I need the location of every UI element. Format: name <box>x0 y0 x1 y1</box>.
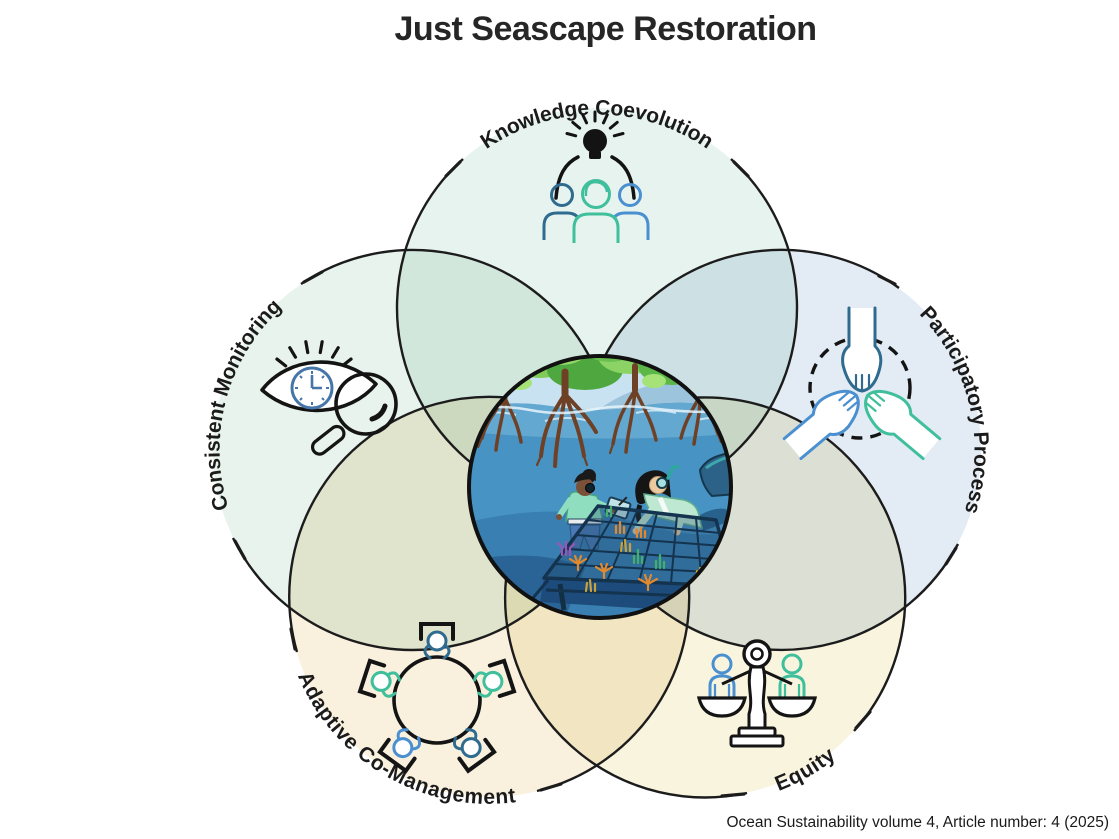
clock-icon <box>290 366 334 410</box>
seat <box>473 658 517 698</box>
seat <box>357 658 401 698</box>
table-circle <box>392 655 482 745</box>
page-title: Just Seascape Restoration <box>394 10 817 48</box>
diver-left <box>556 469 632 551</box>
hands <box>782 306 942 461</box>
hand-left <box>782 389 860 461</box>
balance-scale-icon <box>697 639 817 748</box>
seat <box>452 728 497 774</box>
hand-top <box>841 306 883 393</box>
eye-clock-magnifier-icon <box>260 340 398 456</box>
center-circle-border <box>467 354 733 620</box>
magnifier-icon <box>310 372 398 456</box>
lightbulb-icon <box>583 129 607 153</box>
joined-hands-icon <box>782 306 942 461</box>
three-people <box>542 179 650 243</box>
people-lightbulb-icon <box>542 110 650 243</box>
person-in-right-pan <box>778 653 806 697</box>
label-dashes <box>233 160 958 798</box>
lightbulb-rays <box>565 110 625 138</box>
attribution: Ocean Sustainability volume 4, Article n… <box>726 814 1109 831</box>
round-table-meeting-icon <box>357 622 517 774</box>
table-grid <box>554 507 731 586</box>
seat <box>419 622 455 660</box>
person-in-left-pan <box>708 653 736 697</box>
diver-right <box>632 465 731 536</box>
seat <box>377 728 422 774</box>
hand-right <box>864 389 942 461</box>
table-seats <box>357 622 517 774</box>
scale-frame <box>697 639 817 748</box>
person-center <box>572 179 620 243</box>
